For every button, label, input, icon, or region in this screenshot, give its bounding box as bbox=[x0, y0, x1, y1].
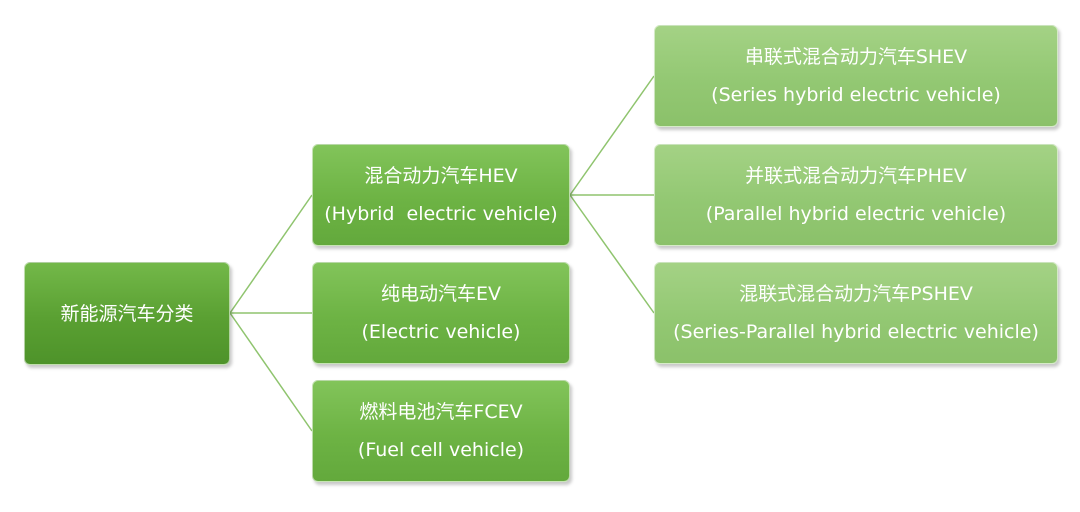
category-node-hev-subtitle: (Hybrid electric vehicle) bbox=[324, 203, 558, 225]
category-node-hev-title: 混合动力汽车HEV bbox=[364, 165, 518, 187]
hybrid-type-node-pshev-title: 混联式混合动力汽车PSHEV bbox=[739, 283, 973, 305]
hybrid-type-node-shev-title: 串联式混合动力汽车SHEV bbox=[744, 46, 968, 68]
category-node-ev-title: 纯电动汽车EV bbox=[380, 283, 501, 305]
category-node-hev: 混合动力汽车HEV (Hybrid electric vehicle) bbox=[312, 144, 570, 246]
category-node-ev-subtitle: (Electric vehicle) bbox=[361, 321, 521, 343]
connector-root-hev bbox=[229, 194, 313, 314]
connector-root-fcev bbox=[229, 312, 313, 432]
connector-hev-shev bbox=[569, 75, 655, 196]
connector-hev-pshev bbox=[569, 194, 655, 314]
hybrid-type-node-phev-subtitle: (Parallel hybrid electric vehicle) bbox=[705, 203, 1007, 225]
hybrid-type-node-shev-subtitle: (Series hybrid electric vehicle) bbox=[711, 84, 1001, 106]
hybrid-type-node-shev: 串联式混合动力汽车SHEV (Series hybrid electric ve… bbox=[654, 25, 1058, 127]
category-node-fcev-subtitle: (Fuel cell vehicle) bbox=[357, 439, 525, 461]
root-node-label: 新能源汽车分类 bbox=[60, 302, 194, 325]
hybrid-type-node-pshev: 混联式混合动力汽车PSHEV (Series-Parallel hybrid e… bbox=[654, 262, 1058, 364]
category-node-ev: 纯电动汽车EV (Electric vehicle) bbox=[312, 262, 570, 364]
category-node-fcev: 燃料电池汽车FCEV (Fuel cell vehicle) bbox=[312, 380, 570, 482]
root-node-new-energy-vehicle-classification: 新能源汽车分类 bbox=[24, 262, 230, 365]
hybrid-type-node-phev: 并联式混合动力汽车PHEV (Parallel hybrid electric … bbox=[654, 144, 1058, 246]
category-node-fcev-title: 燃料电池汽车FCEV bbox=[359, 401, 523, 423]
hybrid-type-node-phev-title: 并联式混合动力汽车PHEV bbox=[745, 165, 967, 187]
hybrid-type-node-pshev-subtitle: (Series-Parallel hybrid electric vehicle… bbox=[673, 321, 1039, 343]
